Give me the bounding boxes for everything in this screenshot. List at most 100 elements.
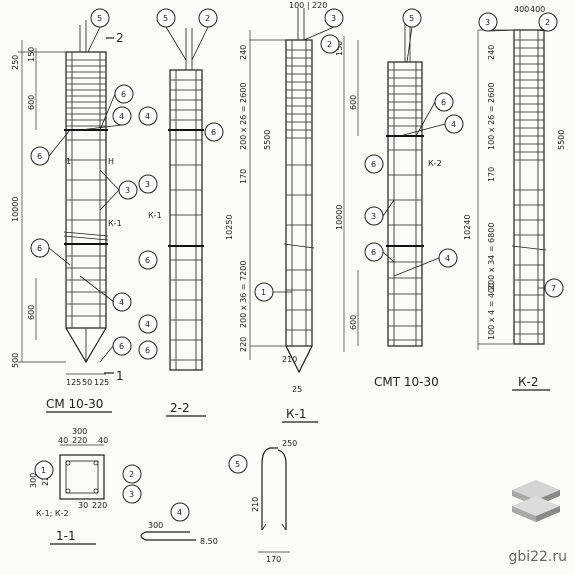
section-1-1: 300 40 220 40 300 220 30 220 К-1; К-2 1-… (29, 427, 108, 545)
dim-150: 150 (27, 47, 36, 62)
callout-2-c: 2 (545, 18, 550, 27)
dim-40b-sec: 40 (98, 436, 108, 445)
dim-600-smt-top: 600 (349, 95, 358, 110)
callout-5-b: 5 (163, 14, 168, 23)
label-k1-k2: К-1; К-2 (36, 509, 69, 518)
dim-100x26: 100 x 26 = 2600 (487, 83, 496, 150)
dim-250b: 250 (282, 439, 297, 448)
callout-6-h: 6 (441, 98, 446, 107)
pile-2-2: 2-2 К-1 (148, 28, 206, 417)
hook-shape (140, 531, 196, 541)
dim-150-smt: 150 (335, 41, 344, 56)
callout-4-b: 4 (119, 298, 124, 307)
dim-400-k2: 400 (514, 5, 529, 14)
stacked-slabs-icon (512, 480, 560, 522)
dim-600-bottom: 600 (27, 305, 36, 320)
detail-loop-5: 170 210 250 (251, 439, 297, 564)
label-k2: К-2 (518, 375, 538, 389)
dim-500: 500 (11, 353, 20, 368)
callout-3-a: 3 (331, 14, 336, 23)
label-smt-10-30: СМТ 10-30 (374, 375, 439, 389)
dim-200x36: 200 x 36 = 7200 (239, 261, 248, 328)
dim-100: 100 | 220 (289, 1, 327, 10)
dim-5500: 5500 (263, 130, 272, 150)
callout-3-d: 3 (145, 180, 150, 189)
dim-200x26: 200 x 26 = 2600 (239, 83, 248, 150)
callout-3-sec: 3 (129, 490, 134, 499)
dim-125a: 125 (66, 378, 81, 387)
pile-k1: 240 200 x 26 = 2600 5500 170 200 x 36 = … (225, 1, 327, 423)
callout-1: 1 (261, 288, 266, 297)
callout-6-d: 6 (119, 342, 124, 351)
label-sm-10-30: СМ 10-30 (46, 397, 103, 411)
dim-10240: 10240 (463, 215, 472, 240)
detail-hook-4: 300 8.50 (140, 521, 218, 546)
dim-240-k2: 240 (487, 45, 496, 60)
dim-30-sec: 30 (78, 501, 88, 510)
callout-4-c: 4 (145, 112, 150, 121)
dim-220c-sec: 220 (92, 501, 107, 510)
label-2-2: 2-2 (170, 401, 190, 415)
dim-170-k2: 170 (487, 167, 496, 182)
label-k2-pile4: К-2 (428, 159, 442, 168)
label-k1: К-1 (286, 407, 306, 421)
dim-210b: 210 (251, 497, 260, 512)
dim-300b-sec: 300 (29, 473, 38, 488)
callout-4-d: 4 (145, 320, 150, 329)
callout-6-b: 6 (37, 152, 42, 161)
dim-5500-k2: 5500 (557, 130, 566, 150)
dim-600-smt-bottom: 600 (349, 315, 358, 330)
dim-850: 8.50 (200, 537, 218, 546)
dim-300-sec: 300 (72, 427, 87, 436)
callout-6-c: 6 (37, 244, 42, 253)
dim-250: 250 (11, 55, 20, 70)
leader-lines (48, 26, 549, 363)
label-k1-pile1: К-1 (108, 219, 122, 228)
dim-220: 220 (239, 337, 248, 352)
dim-600-top: 600 (27, 95, 36, 110)
dim-170-k1: 170 (239, 169, 248, 184)
callout-5-a: 5 (97, 14, 102, 23)
callout-6-j: 6 (371, 248, 376, 257)
brand-site[interactable]: gbi22.ru (508, 549, 567, 565)
pile5-outline (513, 29, 545, 345)
dim-10000-smt: 10000 (335, 205, 344, 230)
dim-125b: 125 (94, 378, 109, 387)
dim-300c: 300 (148, 521, 163, 530)
callouts: 5 5 2 3 2 5 3 2 6 4 6 3 6 4 6 4 6 3 6 4 … (30, 8, 564, 522)
dim-210: 210 (282, 355, 297, 364)
dim-10250: 10250 (225, 215, 234, 240)
callout-4-e: 4 (451, 120, 456, 129)
dim-200x34: 200 x 34 = 6800 (487, 223, 496, 290)
pile-k2: 240 100 x 26 = 2600 5500 170 200 x 34 = … (463, 5, 566, 391)
loop-shape (261, 447, 287, 530)
callout-7: 7 (551, 284, 556, 293)
dim-400b-k2: 400 (530, 5, 545, 14)
callout-1-sec: 1 (41, 466, 46, 475)
callout-3-c: 3 (125, 186, 130, 195)
callout-6-a: 6 (121, 90, 126, 99)
callout-6-e: 6 (211, 128, 216, 137)
callout-2-b: 2 (327, 40, 332, 49)
dim-40-sec: 40 (58, 436, 68, 445)
pile4-outline (387, 61, 423, 347)
pile2-outline (169, 69, 203, 371)
callout-4-hook: 4 (177, 508, 182, 517)
section-outline (59, 454, 105, 500)
callout-4-f: 4 (445, 254, 450, 263)
dim-10000: 10000 (11, 197, 20, 222)
callout-5-c: 5 (409, 14, 414, 23)
brand-logo (508, 476, 564, 532)
pile3-tip (285, 345, 313, 374)
callout-2-a: 2 (205, 14, 210, 23)
label-k1-pile2: К-1 (148, 211, 162, 220)
label-h: Н (108, 157, 114, 166)
dim-25: 25 (292, 385, 302, 394)
label-1-1: 1-1 (56, 529, 76, 543)
pile-sm-10-30: 250 150 600 10000 600 500 125 50 125 1 2… (11, 20, 124, 413)
callout-2-sec: 2 (129, 470, 134, 479)
callout-6-f: 6 (145, 256, 150, 265)
dim-170c: 170 (266, 555, 281, 564)
callout-6-g: 6 (145, 346, 150, 355)
